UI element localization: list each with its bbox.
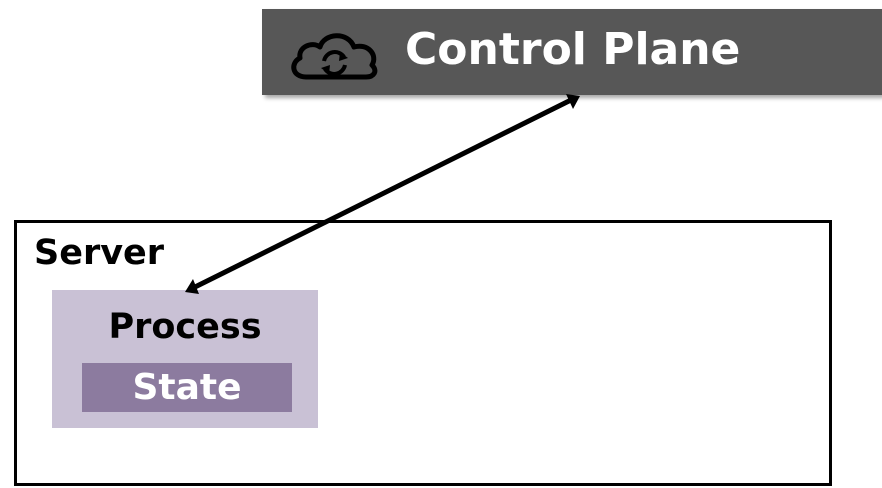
process-label: Process (108, 307, 262, 347)
cloud-sync-icon (291, 33, 378, 80)
state-box: State (82, 363, 292, 412)
server-label: Server (34, 233, 165, 273)
arrow-head-top (566, 94, 580, 109)
control-plane-box: Control Plane (262, 9, 882, 95)
state-label: State (132, 367, 242, 408)
process-box: Process State (52, 290, 318, 428)
control-plane-label: Control Plane (405, 24, 741, 75)
